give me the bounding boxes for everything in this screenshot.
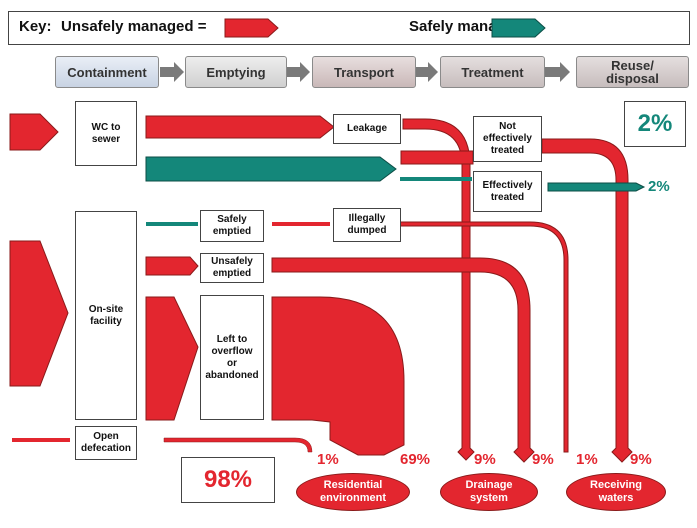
pct-residential-small: 1% (317, 451, 339, 468)
box-effectively-treated: Effectively treated (473, 171, 542, 212)
box-wc-to-sewer: WC to sewer (75, 101, 137, 166)
key-unsafe-label: Unsafely managed = (61, 18, 207, 35)
open-defecation-pipe (163, 437, 313, 453)
stage-connector-head (428, 62, 438, 82)
wc-unsafe-flow (145, 115, 335, 139)
wc-to-not-treated-flow (400, 150, 474, 165)
stage-connector (160, 67, 176, 77)
onsite-source-arrow (9, 240, 69, 387)
safe-to-treated-flow (400, 177, 472, 181)
pct-drainage-left: 9% (474, 451, 496, 468)
box-not-effectively-treated: Not effectively treated (473, 116, 542, 162)
stage-connector-head (300, 62, 310, 82)
stage-connector-head (560, 62, 570, 82)
open-defecation-line-left (12, 438, 70, 442)
safe-total-box: 2% (624, 101, 686, 147)
box-on-site-facility: On-site facility (75, 211, 137, 420)
box-unsafely-emptied: Unsafely emptied (200, 253, 264, 283)
safe-total-pct: 2% (637, 110, 673, 137)
box-open-defecation: Open defecation (75, 426, 137, 460)
dest-drainage-system: Drainage system (440, 473, 538, 511)
wc-source-arrow (9, 113, 59, 151)
box-leakage: Leakage (333, 114, 401, 144)
stage-emptying: Emptying (185, 56, 287, 88)
overflow-to-residential (271, 296, 405, 456)
to-illegal-dump-flow (272, 222, 330, 226)
dest-receiving-waters: Receiving waters (566, 473, 666, 511)
stage-connector (545, 67, 561, 77)
dumped-to-receiving-pipe (399, 221, 569, 453)
treated-safe-output (547, 182, 646, 192)
stage-connector (287, 67, 303, 77)
leakage-pipe-fill (402, 118, 475, 461)
box-safely-emptied: Safely emptied (200, 210, 264, 242)
pct-residential-large: 69% (400, 451, 431, 468)
unsafely-emptied-arrow (145, 256, 199, 276)
safe-flow-pct: 2% (648, 178, 670, 195)
pct-receiving-large: 9% (630, 451, 652, 468)
leakage-pipe (402, 120, 469, 453)
overflow-source-arrow (145, 296, 199, 421)
stage-connector (416, 67, 430, 77)
unsafe-to-drainage-pipe (271, 257, 535, 463)
box-illegally-dumped: Illegally dumped (333, 208, 401, 242)
stage-connector-head (174, 62, 184, 82)
pct-receiving-small: 1% (576, 451, 598, 468)
dest-residential-environment: Residential environment (296, 473, 410, 511)
stage-reuse-disposal: Reuse/ disposal (576, 56, 689, 88)
key-unsafe-arrow (224, 18, 279, 38)
box-left-to-overflow: Left to overflow or abandoned (200, 295, 264, 420)
stage-transport: Transport (312, 56, 416, 88)
safely-emptied-flow (146, 222, 198, 226)
wc-safe-flow (145, 156, 397, 182)
stage-treatment: Treatment (440, 56, 545, 88)
pct-drainage-right: 9% (532, 451, 554, 468)
unsafe-total-box: 98% (181, 457, 275, 503)
untreated-to-receiving-pipe (541, 138, 633, 463)
stage-containment: Containment (55, 56, 159, 88)
unsafe-total-pct: 98% (203, 466, 253, 493)
key-prefix: Key: (19, 18, 52, 35)
key-safe-arrow (491, 18, 546, 38)
